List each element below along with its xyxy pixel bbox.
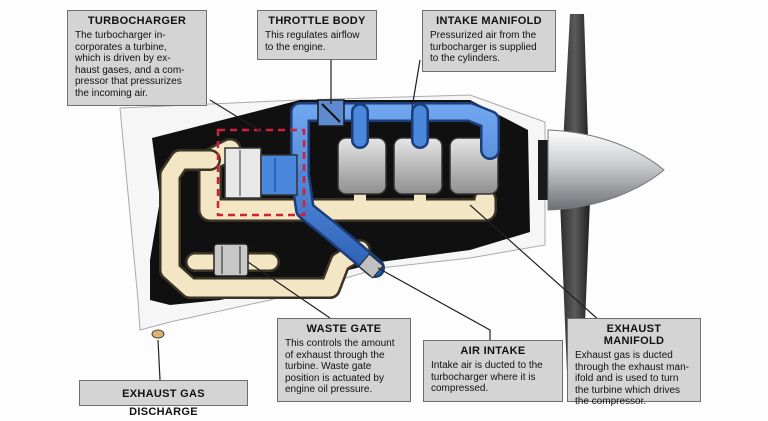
air-intake-title: AIR INTAKE: [460, 345, 526, 357]
turbocharger-system-diagram: TURBOCHARGER The turbocharger in- corpor…: [67, 10, 701, 418]
throttle-body: [317, 99, 345, 127]
exhaust-manifold-callout: EXHAUST MANIFOLD Exhaust gas is ducted t…: [567, 318, 701, 407]
waste-gate: [213, 243, 249, 277]
intake-manifold-description: Pressurized air from the turbocharger is…: [430, 30, 537, 65]
throttle-body-description: This regulates airflow to the engine.: [265, 30, 360, 53]
exhaust-manifold-title: EXHAUST MANIFOLD: [603, 323, 665, 347]
exhaust-gas-discharge-title: EXHAUST GAS DISCHARGE: [122, 388, 205, 418]
throttle-body-title: THROTTLE BODY: [268, 15, 366, 27]
air-intake-description: Intake air is ducted to the turbocharger…: [431, 360, 543, 395]
exhaust-discharge-outlet: [151, 329, 165, 339]
waste-gate-callout: WASTE GATE This controls the amount of e…: [277, 318, 411, 402]
exhaust-gas-discharge-callout: EXHAUST GAS DISCHARGE: [79, 380, 248, 418]
intake-manifold-title: INTAKE MANIFOLD: [436, 15, 542, 27]
turbocharger-title: TURBOCHARGER: [87, 15, 187, 27]
engine-illustration: [119, 14, 665, 398]
leader-lines: [157, 59, 611, 381]
throttle-body-callout: THROTTLE BODY This regulates airflow to …: [257, 10, 377, 60]
exhaust-manifold-description: Exhaust gas is ducted through the exhaus…: [575, 350, 689, 408]
waste-gate-description: This controls the amount of exhaust thro…: [285, 338, 395, 396]
turbocharger-unit: [216, 128, 306, 217]
air-intake-callout: AIR INTAKE Intake air is ducted to the t…: [423, 340, 563, 402]
propeller-spinner: [538, 129, 665, 211]
waste-gate-title: WASTE GATE: [306, 323, 382, 335]
air-intake-opening: [358, 253, 384, 279]
intake-air-ducting: [244, 102, 500, 278]
intake-manifold-callout: INTAKE MANIFOLD Pressurized air from the…: [422, 10, 556, 72]
turbocharger-description: The turbocharger in- corporates a turbin…: [75, 30, 185, 99]
turbocharger-callout: TURBOCHARGER The turbocharger in- corpor…: [67, 10, 207, 106]
